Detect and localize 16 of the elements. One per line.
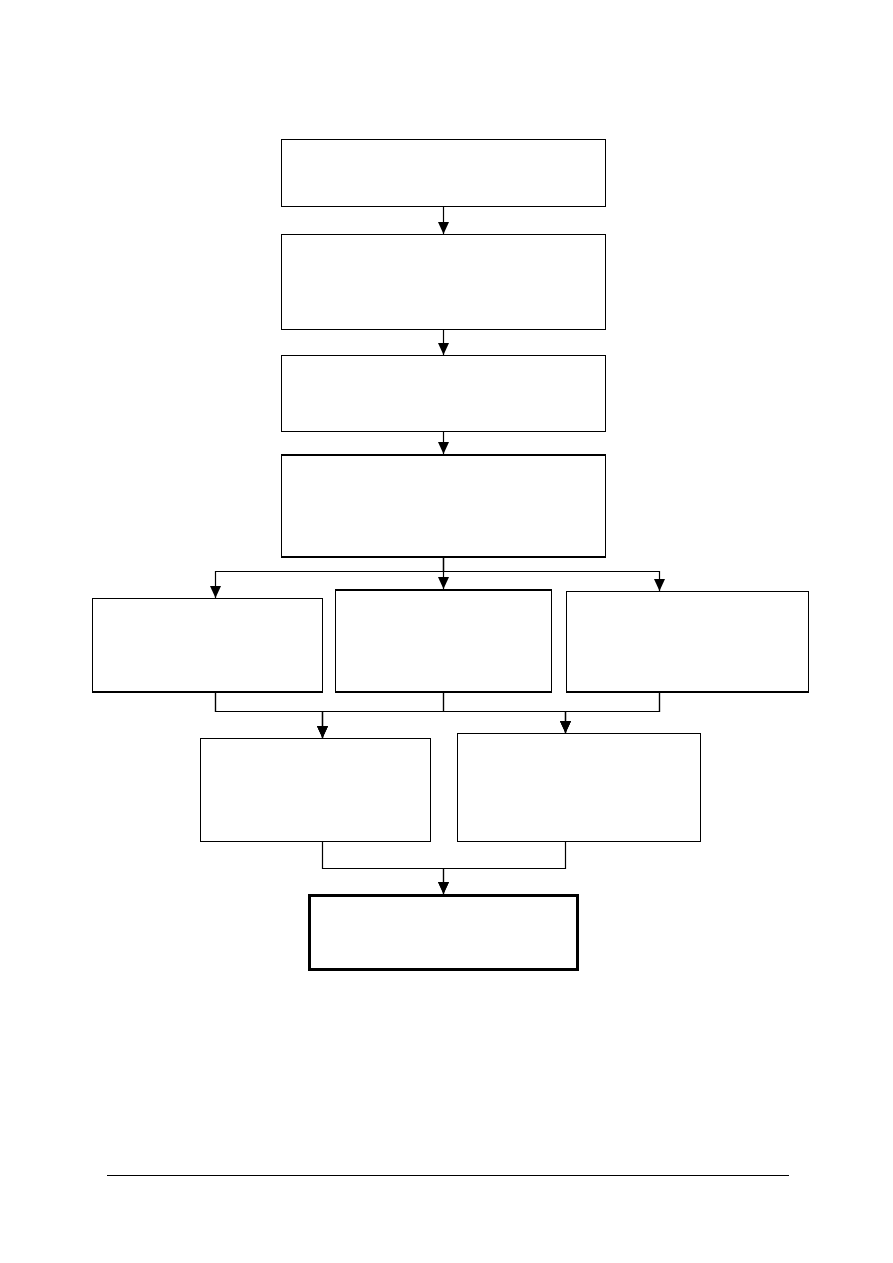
- process-box: [566, 591, 809, 693]
- process-box: [335, 589, 552, 693]
- arrow: [438, 841, 567, 895]
- arrow: [438, 206, 449, 235]
- arrow: [438, 431, 449, 455]
- arrow: [560, 692, 661, 734]
- process-box: [92, 598, 323, 693]
- process-box: [200, 738, 431, 842]
- process-box: [281, 355, 606, 432]
- process-box: [281, 454, 606, 558]
- process-box: [281, 139, 606, 207]
- arrow: [442, 557, 665, 592]
- process-box: [457, 733, 701, 842]
- process-box: [281, 234, 606, 330]
- process-box: [308, 894, 579, 971]
- arrow: [438, 329, 449, 356]
